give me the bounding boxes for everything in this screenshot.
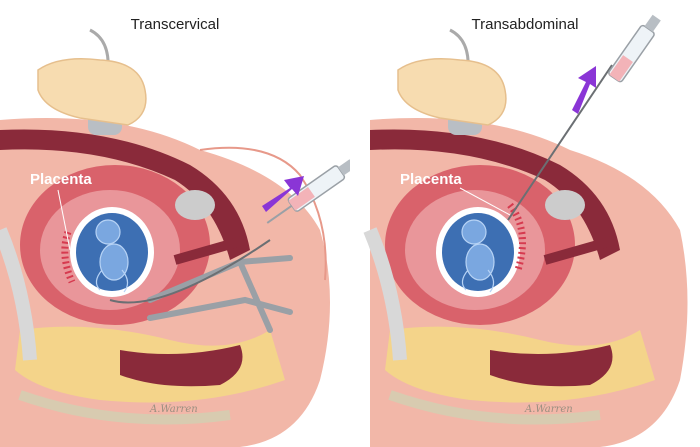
artist-signature: A.Warren <box>524 404 573 415</box>
transcervical-panel: Placenta A.Warren Transcervical <box>0 0 350 447</box>
transabdominal-illustration: Placenta A.Warren <box>350 0 700 447</box>
bladder <box>175 190 215 220</box>
placenta-label: Placenta <box>400 171 462 188</box>
transabdominal-panel: Placenta A.Warren Transabdominal <box>350 0 700 447</box>
bladder <box>545 190 585 220</box>
artist-signature: A.Warren <box>149 404 198 415</box>
hand <box>38 59 146 125</box>
transcervical-illustration: Placenta A.Warren <box>0 0 350 447</box>
panel-title-transcervical: Transcervical <box>0 16 350 33</box>
panel-title-transabdominal: Transabdominal <box>350 16 700 33</box>
hand <box>398 59 506 125</box>
placenta-label: Placenta <box>30 171 92 188</box>
